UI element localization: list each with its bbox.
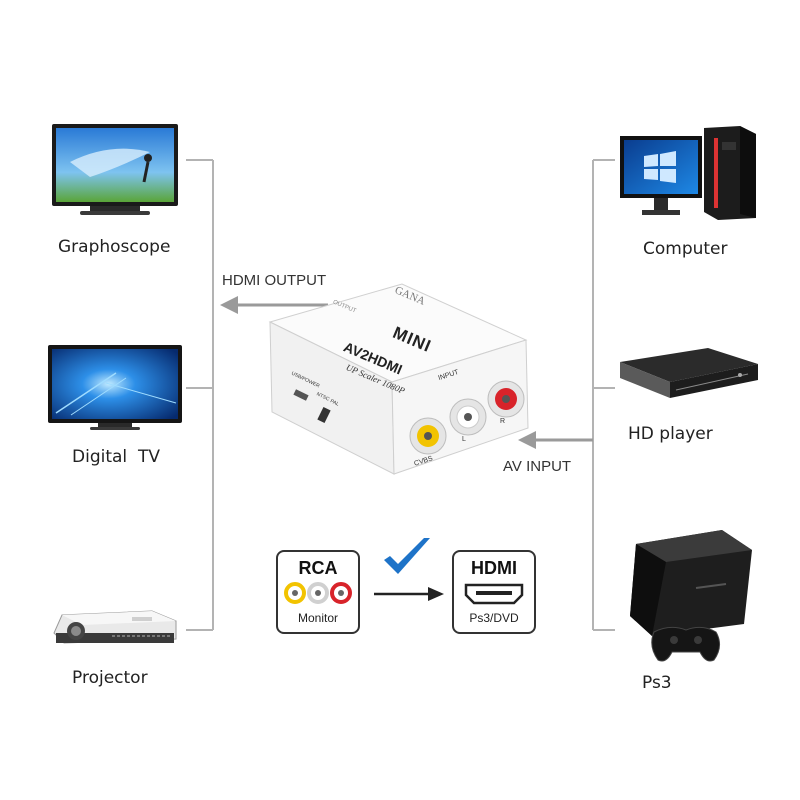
ps3-device <box>626 528 756 668</box>
projector-label: Projector <box>72 668 148 688</box>
graphoscope-device <box>50 122 180 217</box>
projector-device <box>52 605 178 653</box>
hdmi-box: HDMI Ps3/DVD <box>452 550 536 634</box>
rca-title: RCA <box>298 558 338 578</box>
checkmark-icon <box>384 538 430 574</box>
tv-icon <box>48 345 182 430</box>
hdmi-port-icon <box>464 583 524 605</box>
graphoscope-label: Graphoscope <box>58 237 171 257</box>
converter-port-r: R <box>500 418 506 425</box>
rca-plugs-icon <box>284 582 352 604</box>
desktop-computer-icon <box>620 126 756 220</box>
av2hdmi-converter: GANA OUTPUT MINI AV2HDMI UP Scaler 1080P… <box>262 282 534 478</box>
dvd-player-icon <box>620 348 758 398</box>
rca-box: RCA Monitor <box>276 550 360 634</box>
digital-tv-device <box>46 343 184 433</box>
projector-icon <box>53 610 177 644</box>
ps3-label: Ps3 <box>642 673 672 693</box>
game-console-icon <box>630 530 752 662</box>
hd-player-device <box>618 346 760 402</box>
hd-player-label: HD player <box>628 424 713 444</box>
computer-label: Computer <box>643 239 728 259</box>
computer-device <box>618 122 760 222</box>
rca-caption: Monitor <box>297 611 338 625</box>
av-input-label: AV INPUT <box>503 458 572 475</box>
arrow-right-icon <box>374 587 444 601</box>
hdmi-caption: Ps3/DVD <box>469 611 519 625</box>
tv-icon <box>52 124 178 215</box>
digital-tv-label: Digital TV <box>72 447 160 467</box>
hdmi-title: HDMI <box>471 558 517 578</box>
hdmi-output-label: HDMI OUTPUT <box>222 272 327 289</box>
converter-port-l: L <box>462 436 466 443</box>
